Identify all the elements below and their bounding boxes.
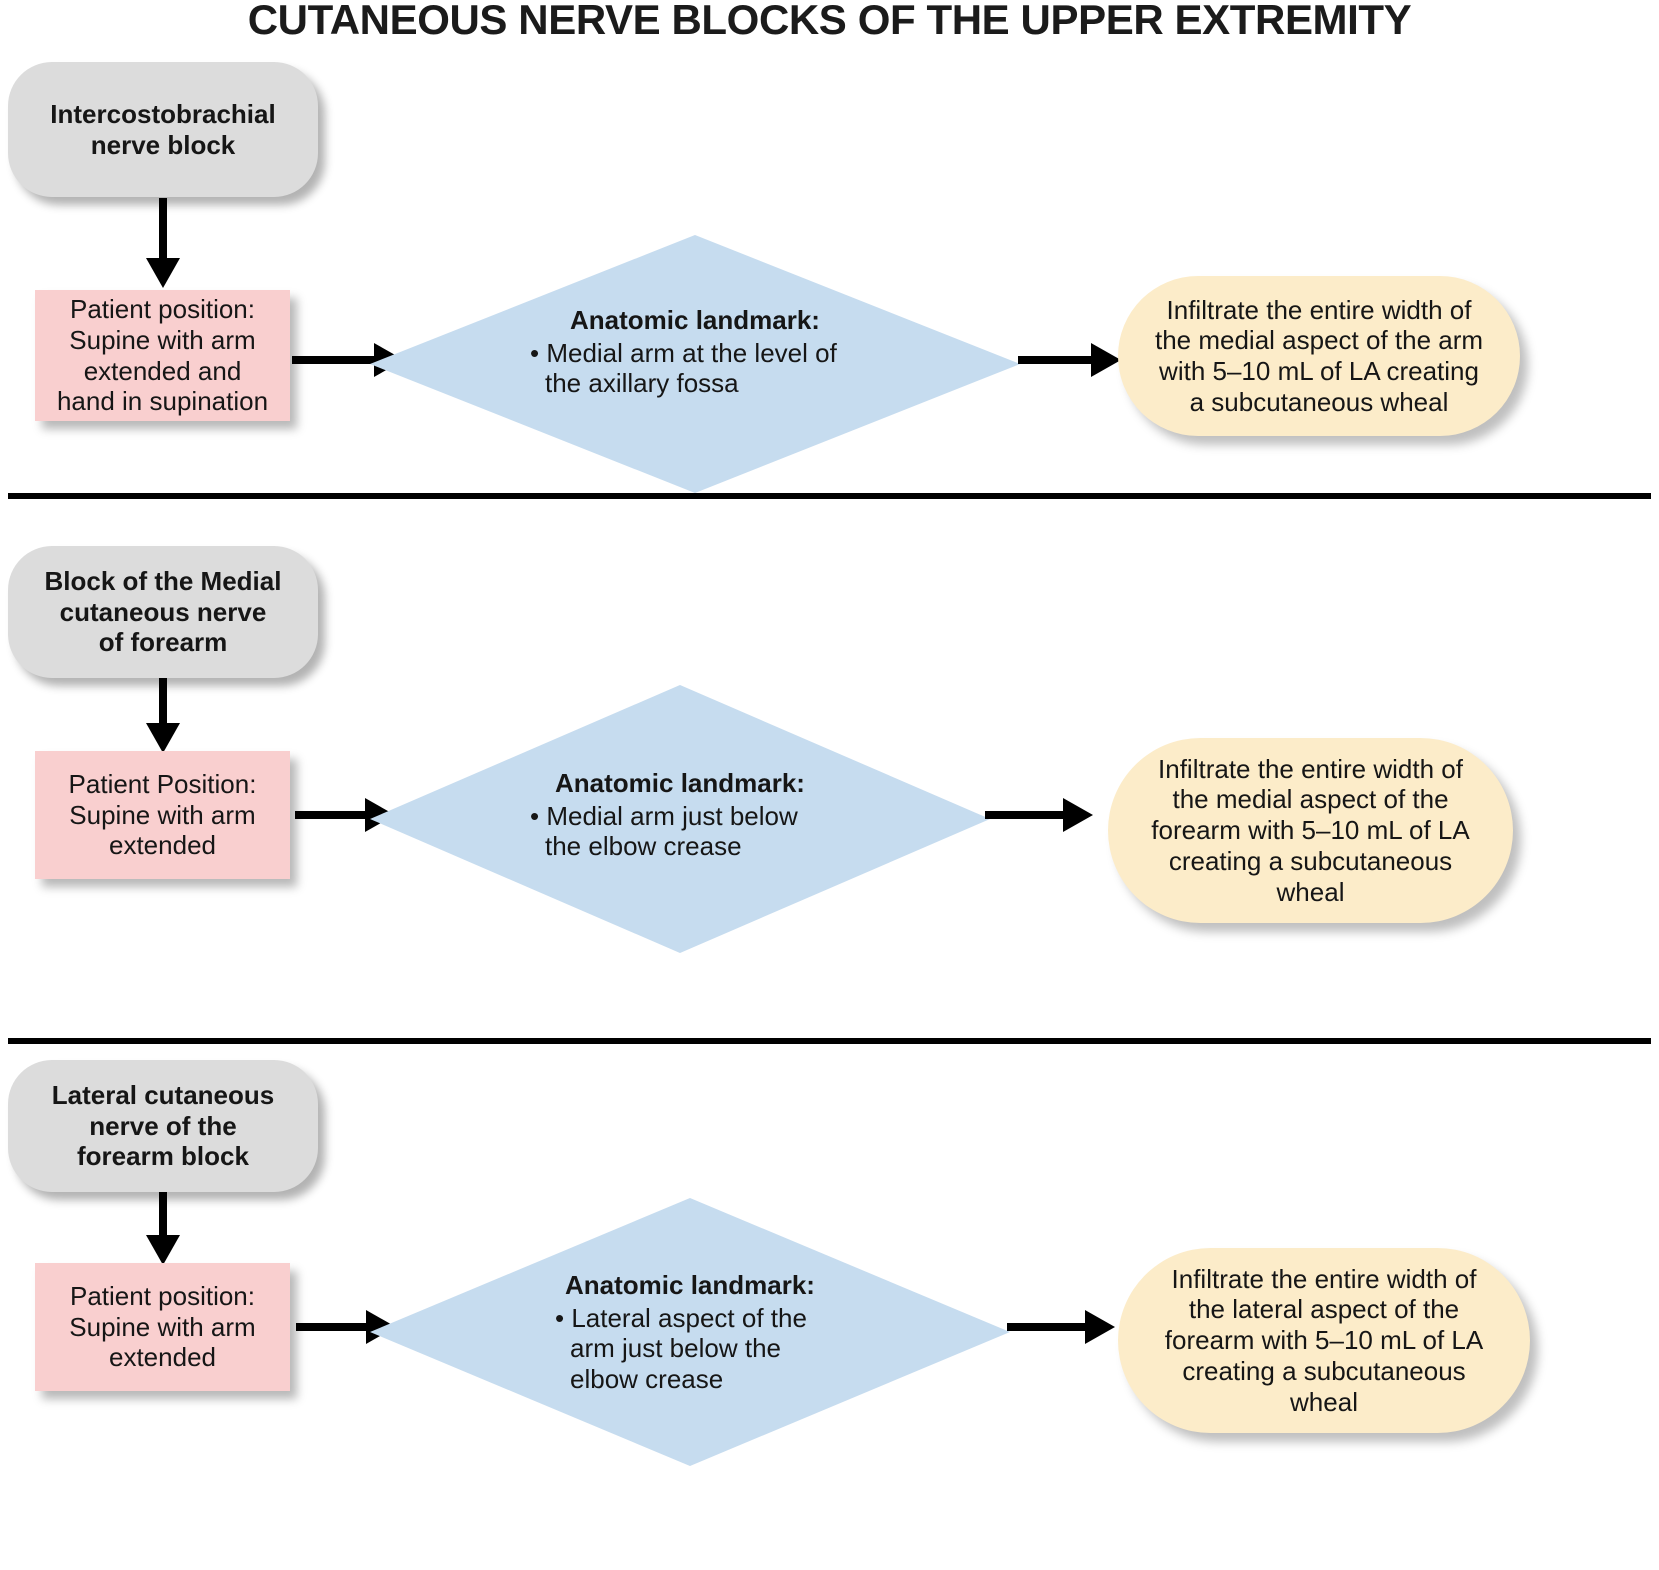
arrow-shaft: [159, 198, 167, 258]
arrow-head: [1063, 798, 1093, 832]
page-title: CUTANEOUS NERVE BLOCKS OF THE UPPER EXTR…: [247, 0, 1412, 43]
anatomic-landmark-3-text: Anatomic landmark: • Lateral aspect of t…: [370, 1270, 1010, 1395]
action-3-text: Infiltrate the entire width of the later…: [1164, 1263, 1484, 1417]
arrow-shaft: [295, 811, 365, 819]
action-node-2[interactable]: Infiltrate the entire width of the media…: [1108, 738, 1513, 923]
landmark-heading-3: Anatomic landmark:: [565, 1270, 815, 1300]
arrow-shaft: [985, 811, 1063, 819]
arrow-head: [146, 723, 180, 753]
block-name-1-line2: nerve block: [90, 129, 236, 160]
block-name-node-2[interactable]: Block of the Medial cutaneous nerve of f…: [8, 546, 318, 678]
landmark-bullet-3: • Lateral aspect of the arm just below t…: [555, 1302, 807, 1395]
patient-position-2-line1: Patient Position:: [68, 768, 257, 799]
block-name-node-1[interactable]: Intercostobrachial nerve block: [8, 62, 318, 197]
landmark-heading-2: Anatomic landmark:: [555, 768, 805, 798]
arrow-shaft: [296, 1323, 366, 1331]
patient-position-1-line4: hand in supination: [56, 386, 269, 417]
section-divider-1: [8, 493, 1651, 499]
action-2-text: Infiltrate the entire width of the media…: [1151, 753, 1470, 907]
block-name-3-line3: forearm block: [77, 1141, 249, 1172]
block-name-2-line3: of forearm: [98, 627, 228, 658]
patient-position-node-1[interactable]: Patient position: Supine with arm extend…: [35, 290, 290, 421]
action-1-text: Infiltrate the entire width of the media…: [1154, 294, 1484, 417]
landmark-bullet-2: • Medial arm just below the elbow crease: [530, 800, 798, 862]
landmark-bullet-1: • Medial arm at the level of the axillar…: [530, 337, 837, 399]
block-name-3-line1: Lateral cutaneous: [51, 1079, 275, 1110]
block-name-2-line1: Block of the Medial: [44, 565, 282, 596]
block-name-1-line1: Intercostobrachial: [50, 98, 276, 129]
section-divider-2: [8, 1038, 1651, 1044]
anatomic-landmark-1-text: Anatomic landmark: • Medial arm at the l…: [370, 305, 1020, 399]
anatomic-landmark-2-text: Anatomic landmark: • Medial arm just bel…: [370, 768, 990, 862]
action-node-3[interactable]: Infiltrate the entire width of the later…: [1118, 1248, 1530, 1433]
block-name-3-line2: nerve of the: [89, 1110, 237, 1141]
arrow-shaft: [1018, 356, 1091, 364]
anatomic-landmark-node-1[interactable]: Anatomic landmark: • Medial arm at the l…: [370, 235, 1020, 493]
arrow-shaft: [1007, 1323, 1085, 1331]
anatomic-landmark-node-3[interactable]: Anatomic landmark: • Lateral aspect of t…: [370, 1198, 1010, 1466]
landmark-heading-1: Anatomic landmark:: [570, 305, 820, 335]
patient-position-2-line2: Supine with arm: [69, 799, 256, 830]
arrow-shaft: [292, 356, 374, 364]
patient-position-3-line1: Patient position:: [69, 1280, 255, 1311]
arrow-head: [1085, 1310, 1115, 1344]
patient-position-1-line2: Supine with arm: [69, 324, 256, 355]
arrow-head: [146, 1235, 180, 1265]
arrow-shaft: [159, 678, 167, 723]
patient-position-node-2[interactable]: Patient Position: Supine with arm extend…: [35, 751, 290, 879]
patient-position-node-3[interactable]: Patient position: Supine with arm extend…: [35, 1263, 290, 1391]
patient-position-3-line2: Supine with arm: [69, 1311, 256, 1342]
block-name-2-line2: cutaneous nerve: [59, 596, 267, 627]
action-node-1[interactable]: Infiltrate the entire width of the media…: [1118, 276, 1520, 436]
patient-position-3-line3: extended: [109, 1342, 216, 1373]
patient-position-1-line1: Patient position:: [69, 294, 255, 325]
patient-position-1-line3: extended and: [83, 355, 242, 386]
patient-position-2-line3: extended: [109, 830, 216, 861]
arrow-shaft: [159, 1192, 167, 1235]
arrow-head: [1091, 343, 1121, 377]
anatomic-landmark-node-2[interactable]: Anatomic landmark: • Medial arm just bel…: [370, 685, 990, 953]
block-name-node-3[interactable]: Lateral cutaneous nerve of the forearm b…: [8, 1060, 318, 1192]
arrow-head: [146, 258, 180, 288]
